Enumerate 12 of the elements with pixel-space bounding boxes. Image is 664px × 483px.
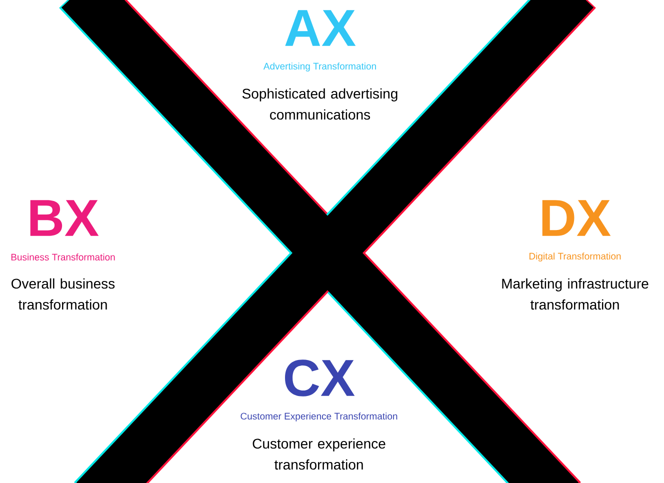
heading: DX [542, 200, 611, 236]
heading: AX [285, 10, 356, 46]
subtitle: Business Transformation [11, 254, 115, 260]
subtitle: Advertising Transformation [263, 62, 376, 72]
subtitle: Digital Transformation [530, 252, 621, 262]
description: Overall business transformation [12, 278, 115, 310]
heading: CX [285, 360, 355, 396]
heading: BX [30, 200, 99, 236]
subtitle: Customer Experience Transformation [240, 412, 398, 422]
description: Marketing infrastructure transformation [502, 278, 648, 310]
description: Sophisticated advertising communications [242, 88, 398, 120]
description: Customer experience transformation [252, 438, 386, 470]
